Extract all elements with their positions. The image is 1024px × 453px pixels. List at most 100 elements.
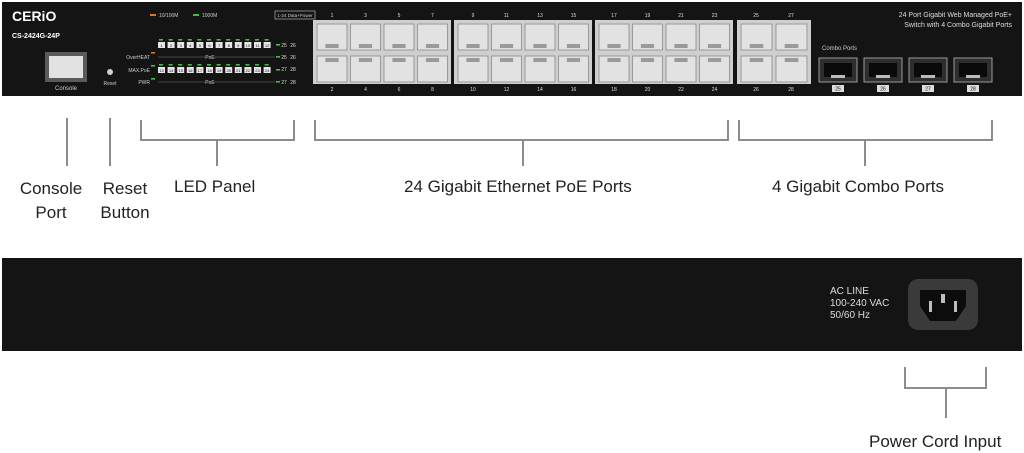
callout-lines bbox=[66, 118, 993, 418]
sfp-number-box bbox=[832, 85, 844, 92]
led-indicator bbox=[245, 64, 250, 66]
rj45-number-top: 5 bbox=[398, 13, 401, 19]
rj45-number-bottom: 4 bbox=[364, 87, 367, 93]
rj45-port-4 bbox=[350, 55, 381, 83]
led-indicator bbox=[207, 39, 211, 41]
led-indicator bbox=[197, 64, 202, 66]
rj45-number-top: 3 bbox=[364, 13, 367, 19]
led-panel-bracket bbox=[140, 120, 295, 166]
led-indicator bbox=[178, 39, 183, 41]
led-port-number: 24 bbox=[265, 68, 270, 73]
reset-button bbox=[107, 69, 113, 75]
led-indicator bbox=[197, 39, 202, 41]
rj45-number-bottom: 14 bbox=[537, 87, 543, 93]
sfp-port-25 bbox=[818, 57, 858, 83]
led-port-number: 2 bbox=[170, 43, 173, 48]
combo-rj45-port-27 bbox=[775, 23, 808, 51]
rj45-number-top: 13 bbox=[537, 13, 543, 19]
led-port-box bbox=[196, 42, 204, 48]
power-socket bbox=[908, 279, 978, 330]
led-combo-number: 28 bbox=[290, 67, 296, 73]
rj45-port-8 bbox=[417, 55, 448, 83]
rear-panel-chassis bbox=[2, 258, 1022, 351]
led-port-box bbox=[158, 67, 165, 73]
rj45-number-top: 9 bbox=[472, 13, 475, 19]
callout-led-panel: LED Panel bbox=[174, 177, 256, 196]
rj45-number-bottom: 10 bbox=[470, 87, 476, 93]
led-port-number: 13 bbox=[159, 68, 164, 73]
led-port-number: 6 bbox=[208, 43, 211, 48]
sfp-number-box bbox=[922, 85, 934, 92]
rj45-port-11 bbox=[491, 23, 522, 51]
status-led bbox=[151, 78, 155, 80]
led-legend-box bbox=[274, 10, 316, 20]
led-port-box bbox=[186, 67, 194, 73]
rj45-port-12 bbox=[491, 55, 522, 83]
rj45-number-top: 23 bbox=[712, 13, 718, 19]
combo-rj45-port-26 bbox=[740, 55, 773, 83]
rj45-number-bottom: 20 bbox=[645, 87, 651, 93]
led-port-box bbox=[196, 67, 204, 73]
led-port-box bbox=[254, 67, 261, 73]
rj45-port-1 bbox=[316, 23, 348, 51]
description-line-1: 24 Port Gigabit Web Managed PoE+ bbox=[899, 12, 1012, 19]
led-indicator bbox=[226, 39, 231, 41]
led-port-number: 5 bbox=[199, 43, 202, 48]
sfp-number: 28 bbox=[970, 87, 976, 93]
combo-rj45-number-top: 27 bbox=[788, 13, 794, 19]
led-port-box bbox=[177, 67, 185, 73]
callout-ethernet-ports: 24 Gigabit Ethernet PoE Ports bbox=[404, 177, 632, 196]
led-combo-number: 27 bbox=[281, 80, 287, 86]
rj45-port-16 bbox=[558, 55, 589, 83]
rj45-port-19 bbox=[632, 23, 663, 51]
led-combo-number: 27 bbox=[281, 67, 287, 73]
rj45-number-top: 15 bbox=[571, 13, 577, 19]
rj45-number-bottom: 24 bbox=[712, 87, 718, 93]
rj45-port-9 bbox=[457, 23, 489, 51]
led-legend-low-label: 10/100M bbox=[159, 13, 178, 19]
sfp-port-26 bbox=[863, 57, 903, 83]
sfp-number-box bbox=[967, 85, 979, 92]
rj45-port-24 bbox=[699, 55, 730, 83]
status-led bbox=[276, 81, 280, 83]
status-led bbox=[276, 69, 280, 71]
led-port-number: 3 bbox=[180, 43, 183, 48]
led-label-maxpoe: MAX.PoE bbox=[128, 68, 150, 74]
led-indicator bbox=[207, 64, 211, 66]
led-label-poe-upper: PoE bbox=[205, 55, 215, 61]
status-led bbox=[151, 65, 155, 67]
led-indicator bbox=[235, 64, 240, 66]
led-port-box bbox=[234, 42, 242, 48]
rj45-port-20 bbox=[632, 55, 663, 83]
status-led bbox=[276, 56, 280, 58]
rj45-port-23 bbox=[699, 23, 730, 51]
led-port-box bbox=[186, 42, 194, 48]
rj45-number-bottom: 2 bbox=[331, 87, 334, 93]
led-port-number: 9 bbox=[237, 43, 240, 48]
led-indicator bbox=[245, 39, 250, 41]
led-port-box bbox=[244, 67, 252, 73]
led-port-number: 22 bbox=[246, 68, 251, 73]
power-spec-line-3: 50/60 Hz bbox=[830, 310, 870, 321]
led-port-box bbox=[206, 42, 213, 48]
status-led bbox=[151, 52, 155, 54]
rj45-number-top: 1 bbox=[331, 13, 334, 19]
led-port-number: 17 bbox=[198, 68, 203, 73]
led-legend-orange bbox=[150, 14, 156, 16]
led-port-box bbox=[177, 42, 185, 48]
console-port bbox=[49, 56, 83, 78]
combo-rj45-number-bottom: 26 bbox=[753, 87, 759, 93]
led-port-number: 7 bbox=[218, 43, 221, 48]
led-label-pwr: PWR bbox=[138, 80, 150, 86]
reset-label: Reset bbox=[103, 81, 117, 87]
power-spec-line-1: AC LINE bbox=[830, 286, 869, 297]
led-indicator bbox=[168, 39, 173, 41]
led-port-box bbox=[263, 67, 271, 73]
led-legend-high-label: 1000M bbox=[202, 13, 217, 19]
led-port-number: 21 bbox=[236, 68, 241, 73]
